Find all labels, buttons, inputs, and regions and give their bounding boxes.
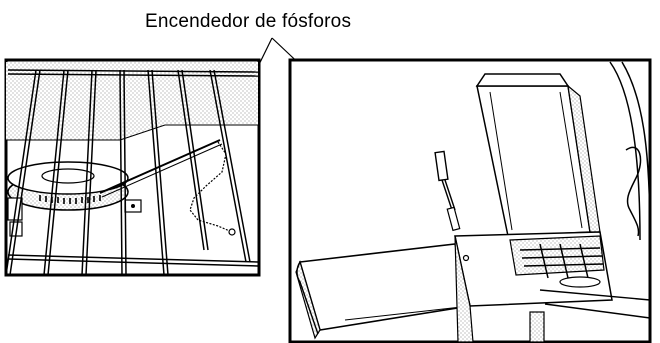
left-panel-grill-interior — [4, 58, 261, 277]
igniter-bracket — [124, 199, 142, 213]
cooking-grate — [6, 69, 259, 275]
burner — [7, 161, 129, 237]
right-panel-side-burner — [288, 58, 652, 343]
match-holder-hanging — [434, 150, 461, 232]
callout-label: Encendedor de fósforos — [145, 11, 352, 32]
